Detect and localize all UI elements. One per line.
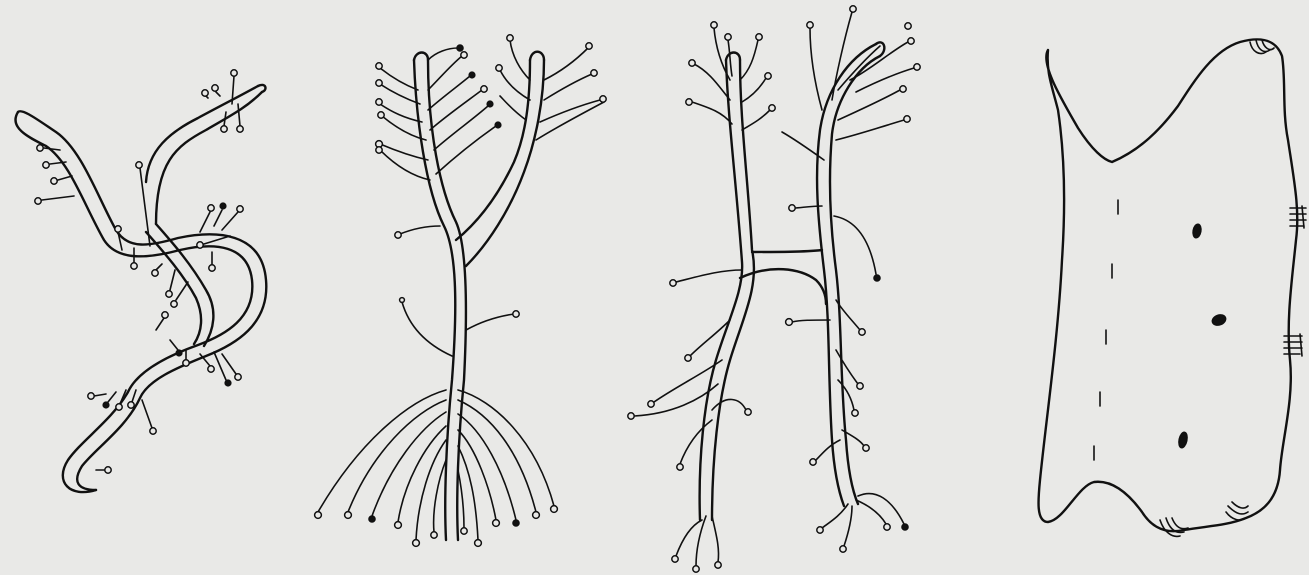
panel-1-filaments [42,76,240,470]
panel-4-midline-dashes [1094,200,1118,460]
panel-3-filaments [634,12,914,566]
panel-3-left-tube-top [726,53,740,61]
panel-4-dark-spots [1177,223,1227,448]
panel-1-upper-arm-a [146,86,258,182]
panel-2-trunk-left [414,60,455,540]
panel-4-body-outline [1038,39,1297,531]
panel-2-right-arm-b [466,60,544,266]
panel-3-paired-branching-tubes [628,6,920,572]
panel-3-bridge-upper [752,250,822,252]
panel-2-right-arm-top [530,52,544,60]
panel-3-left-tube-b [712,60,754,520]
panel-3-filament-tips [628,6,920,572]
panel-2-right-arm-a [456,60,530,240]
panel-1-cross-strand-b [146,232,201,344]
panel-4-pore-right-lower [1284,334,1302,356]
panel-4-flat-lobed-body [1038,39,1306,536]
panel-3-left-tube-a [700,60,743,520]
panel-2-upright-branching-tree [315,35,607,547]
panel-2-trunk-top [414,53,428,61]
panel-1-tangled-branching-tube [15,70,266,492]
panel-2-filaments [318,40,604,540]
panel-1-tube-outer [15,112,252,492]
panel-1-upper-arm-tip [258,85,265,92]
panel-2-filament-tips [315,35,607,547]
panel-1-tube-inner [18,111,266,490]
panel-1-filament-tips [35,70,243,473]
panel-4-pore-bottom [1160,518,1188,536]
panel-3-right-tube-b [830,56,880,504]
